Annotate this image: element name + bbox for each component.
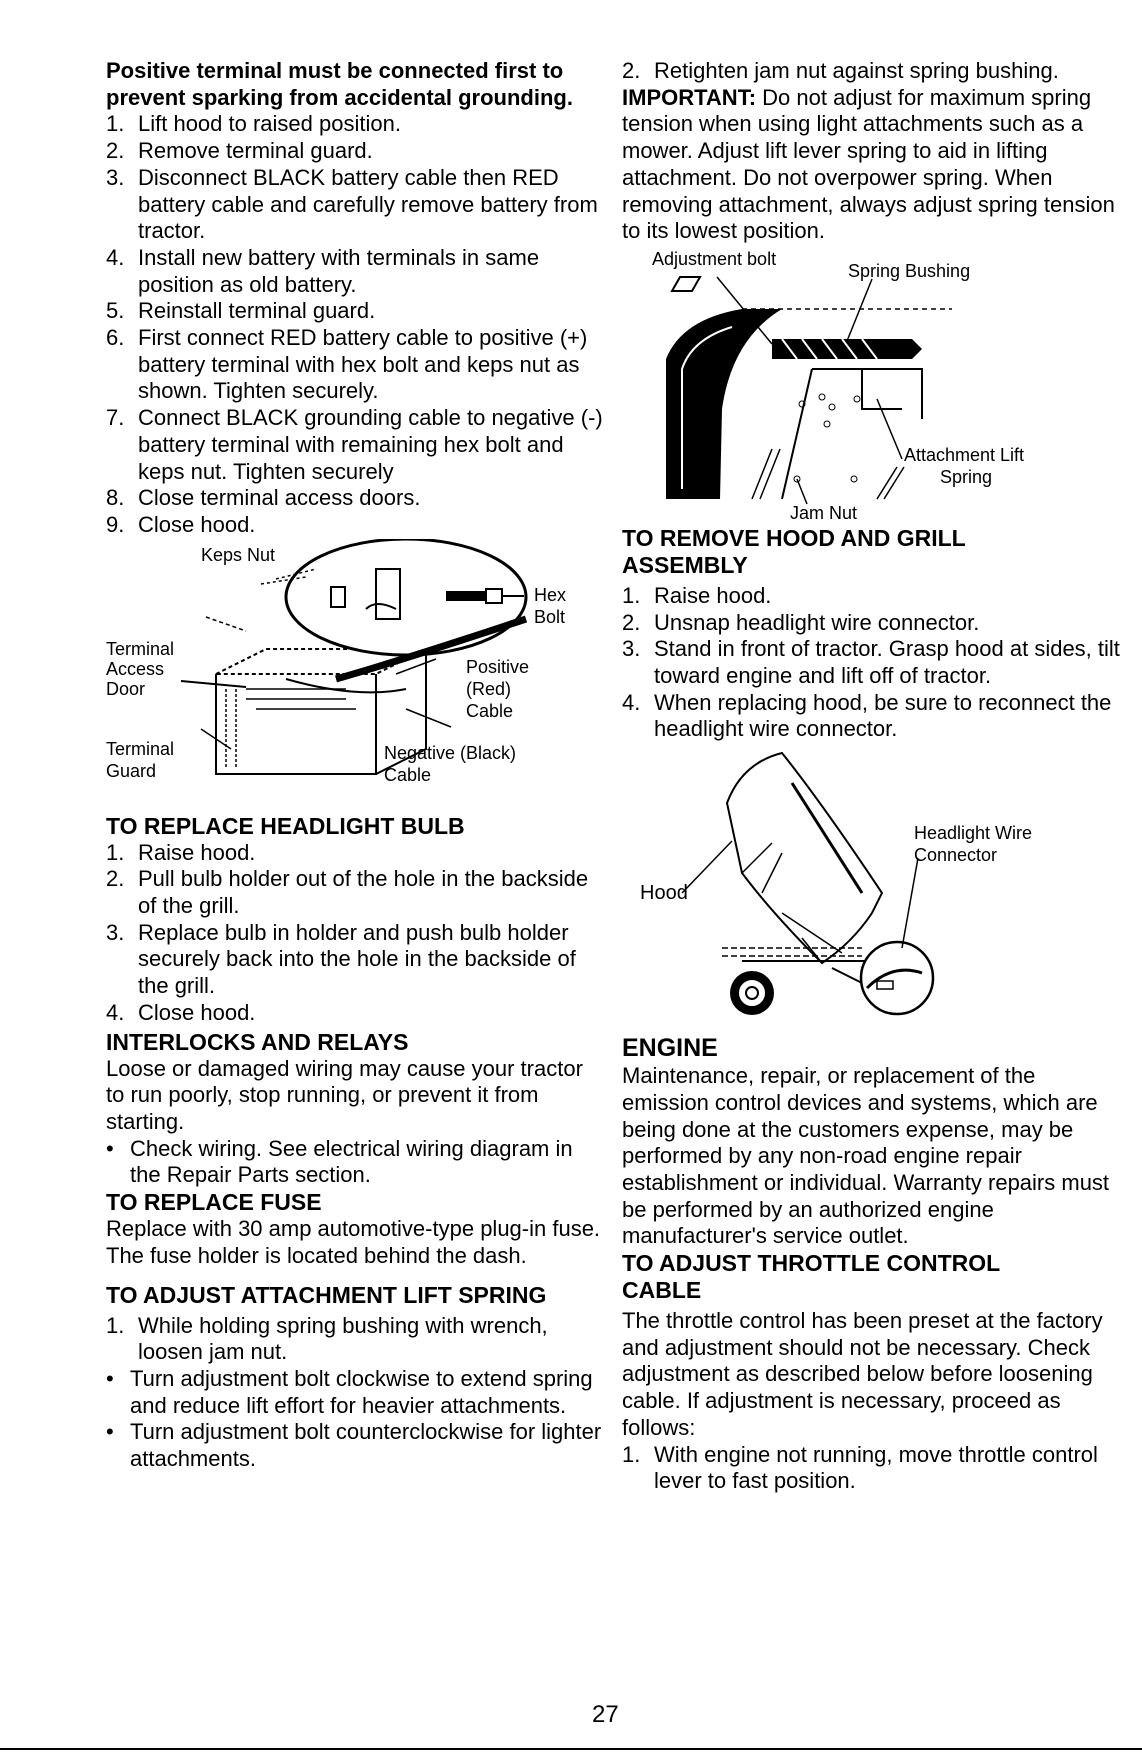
label-door: Door [106,678,146,699]
list-item: 9.Close hood. [106,511,256,537]
throttle-text: The throttle control has been preset at … [622,1308,1103,1440]
interlocks-bullets: •Check wiring. See electrical wiring dia… [106,1136,606,1189]
label-cable: Cable [466,700,514,721]
list-item: •Check wiring. See electrical wiring dia… [106,1135,573,1188]
list-item: 5.Reinstall terminal guard. [106,298,376,324]
list-item: 7.Connect BLACK grounding cable to negat… [106,405,603,484]
important-text: Do not adjust for maximum spring tension… [622,84,1115,244]
headlight-steps: 1.Raise hood. 2.Pull bulb holder out of … [106,840,606,1027]
lift-spring-steps-continued: 2.Retighten jam nut against spring bushi… [622,58,1127,85]
lift-spring-heading: TO ADJUST ATTACHMENT LIFT SPRING [106,1281,547,1308]
label-hex: Hex [534,584,567,605]
important-label: IMPORTANT: [622,84,757,110]
interlocks-heading: INTERLOCKS AND RELAYS [106,1028,409,1055]
list-item: 1.Raise hood. [622,582,772,608]
battery-diagram: Keps Nut Hex Bolt Terminal Access Door P… [106,538,606,807]
engine-text: Maintenance, repair, or replacement of t… [622,1063,1110,1249]
label-adjustment-bolt: Adjustment bolt [652,248,777,269]
list-item: 3.Replace bulb in holder and push bulb h… [106,919,576,999]
list-item: 1.Raise hood. [106,839,256,865]
list-item: 1.While holding spring bushing with wren… [106,1312,548,1365]
engine-heading: ENGINE [622,1034,718,1063]
bottom-rule [0,1748,1142,1750]
battery-steps: 1.Lift hood to raised position. 2.Remove… [106,111,606,538]
label-terminal-guard-2: Guard [106,760,157,781]
label-hood: Hood [640,882,688,905]
label-jam-nut: Jam Nut [790,502,858,523]
list-item: 2.Unsnap headlight wire connector. [622,609,980,635]
lift-spring-illustration [660,275,952,505]
throttle-steps: 1.With engine not running, move throttle… [622,1442,1127,1495]
right-column: 2.Retighten jam nut against spring bushi… [622,58,1127,1495]
hood-heading: TO REMOVE HOOD AND GRILL ASSEMBLY [622,524,966,578]
list-item: 2.Remove terminal guard. [106,138,373,164]
label-red: (Red) [466,678,512,699]
label-keps-nut: Keps Nut [201,544,276,565]
list-item: 4.Install new battery with terminals in … [106,244,540,297]
list-item: 4.When replacing hood, be sure to reconn… [622,689,1112,742]
battery-intro: Positive terminal must be connected firs… [106,58,573,110]
label-terminal: Terminal [106,638,175,659]
hood-diagram: Hood Headlight Wire Connector [622,743,1082,1033]
label-bolt: Bolt [534,606,566,627]
list-item: 8.Close terminal access doors. [106,485,421,511]
headlight-heading: TO REPLACE HEADLIGHT BULB [106,812,465,839]
label-connector: Connector [914,845,998,866]
label-cable-2: Cable [384,764,432,785]
lift-spring-diagram: Adjustment bolt Spring Bushing Attachmen… [622,248,1042,523]
label-attachment-lift: Attachment Lift [904,444,1025,465]
list-item: 4.Close hood. [106,999,256,1025]
important-note: IMPORTANT: Do not adjust for maximum spr… [622,85,1127,245]
hood-illustration [681,752,935,1016]
throttle-heading: TO ADJUST THROTTLE CONTROL CABLE [622,1250,1000,1304]
label-spring-bushing: Spring Bushing [848,260,971,281]
label-headlight-wire: Headlight Wire [914,823,1033,844]
list-item: 6.First connect RED battery cable to pos… [106,325,588,404]
label-access: Access [106,658,165,679]
left-column: Positive terminal must be connected firs… [106,58,606,1473]
list-item: •Turn adjustment bolt counterclockwise f… [106,1419,602,1472]
label-spring: Spring [940,466,993,487]
list-item: 3.Stand in front of tractor. Grasp hood … [622,636,1120,689]
fuse-heading: TO REPLACE FUSE [106,1189,322,1216]
hood-steps: 1.Raise hood. 2.Unsnap headlight wire co… [622,583,1127,743]
list-item: 1.Lift hood to raised position. [106,111,401,137]
list-item: •Turn adjustment bolt clockwise to exten… [106,1365,593,1418]
list-item: 3.Disconnect BLACK battery cable then RE… [106,164,598,244]
list-item: 2.Pull bulb holder out of the hole in th… [106,866,589,919]
interlocks-text: Loose or damaged wiring may cause your t… [106,1055,583,1134]
lift-spring-steps: 1.While holding spring bushing with wren… [106,1313,606,1366]
label-terminal-guard-1: Terminal [106,738,175,759]
list-item: 2.Retighten jam nut against spring bushi… [622,58,1059,83]
page-number: 27 [592,1701,619,1728]
fuse-text: Replace with 30 amp automotive-type plug… [106,1216,601,1268]
list-item: 1.With engine not running, move throttle… [622,1441,1098,1494]
label-negative: Negative (Black) [384,742,517,763]
lift-spring-bullets: •Turn adjustment bolt clockwise to exten… [106,1366,606,1473]
battery-illustration [180,538,528,775]
label-positive: Positive [466,656,530,677]
